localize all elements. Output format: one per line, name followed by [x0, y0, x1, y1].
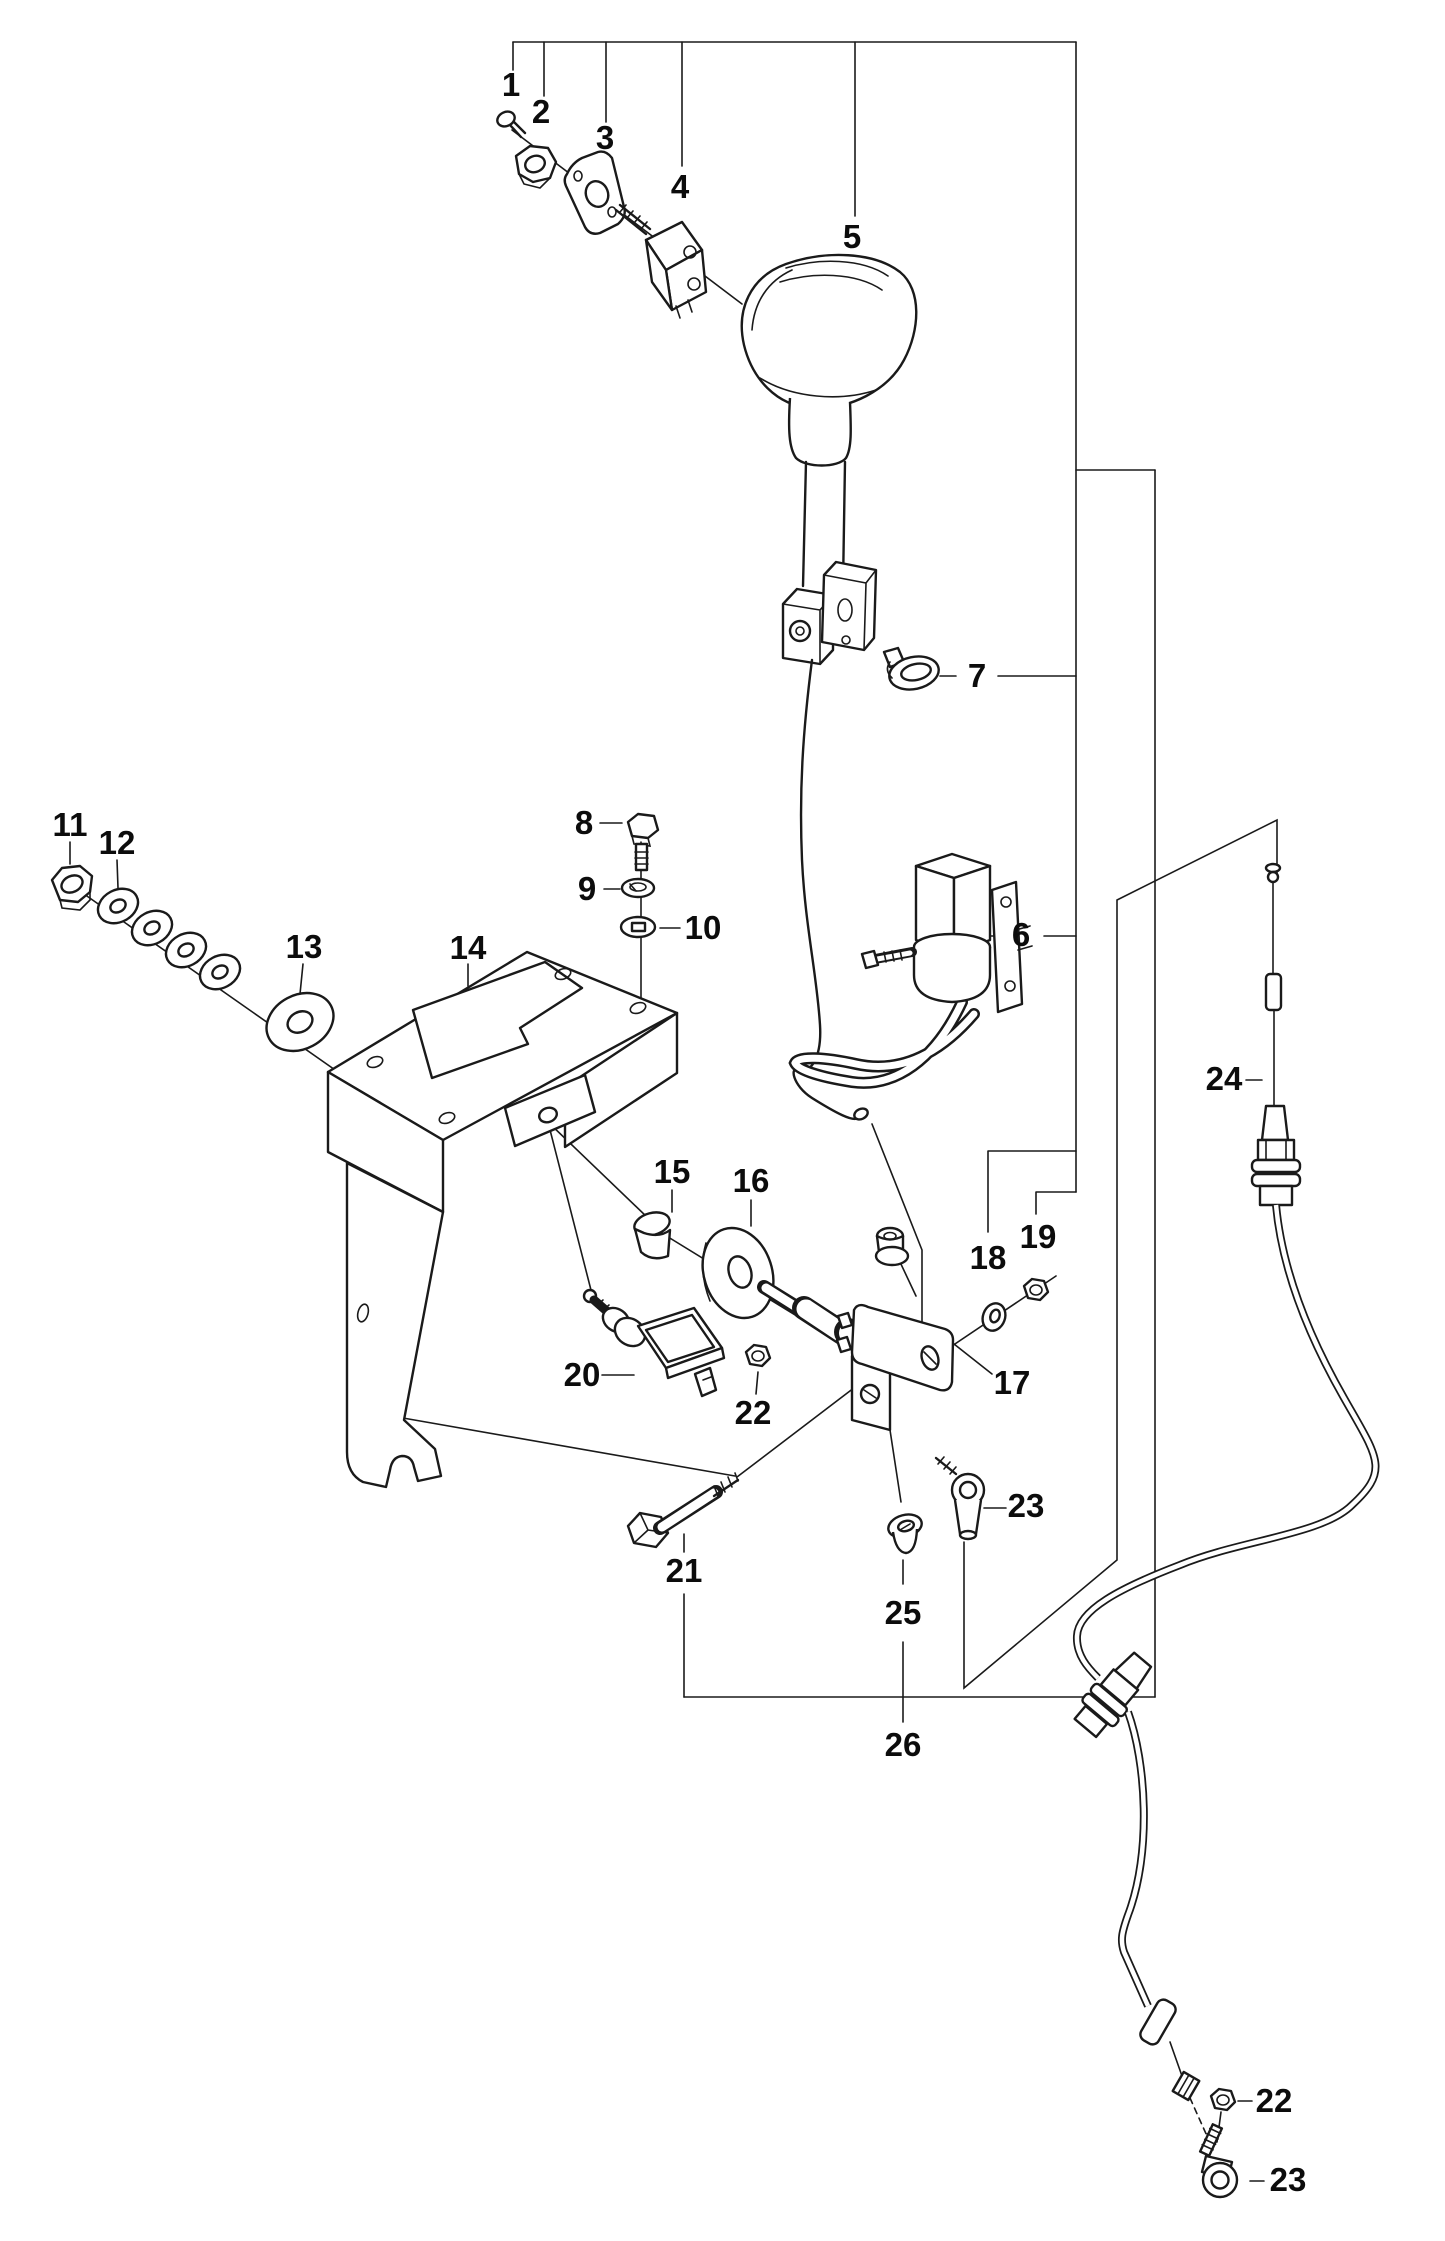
callout-26: 26	[885, 1726, 922, 1763]
callout-22-lower: 22	[1256, 2082, 1293, 2119]
washers-12-art	[96, 887, 242, 991]
callout-labels: 1 2 3 4 5 6 7 8 9 10 11 12 13 14 15 16 1…	[53, 66, 1307, 2198]
bushing-15-art	[633, 1211, 672, 1260]
callout-3: 3	[596, 119, 614, 156]
callout-8: 8	[575, 804, 593, 841]
nut-19-art	[1022, 1277, 1050, 1302]
callout-9: 9	[578, 870, 596, 907]
callout-6: 6	[1012, 916, 1030, 953]
nut-2-art	[514, 144, 558, 189]
lock-washer-9-art	[620, 877, 656, 899]
callout-17: 17	[994, 1364, 1031, 1401]
callout-25: 25	[885, 1594, 922, 1631]
solenoid-6-art	[788, 852, 1033, 1089]
callout-13: 13	[286, 928, 323, 965]
callout-7: 7	[968, 657, 986, 694]
grommet-25-art	[887, 1513, 923, 1555]
callout-20: 20	[564, 1356, 601, 1393]
callout-5: 5	[843, 218, 861, 255]
nut-22-center-art	[744, 1343, 772, 1368]
lever-5-art	[740, 253, 918, 1121]
callout-16: 16	[733, 1162, 770, 1199]
switch-4-art	[614, 203, 708, 319]
callout-15: 15	[654, 1153, 691, 1190]
assembly-axis-lines	[83, 129, 1222, 2143]
callout-23-lower: 23	[1270, 2161, 1307, 2198]
switch-20-art	[582, 1288, 726, 1398]
callout-22: 22	[735, 1394, 772, 1431]
bracket-17-art	[835, 1303, 955, 1432]
callout-14: 14	[450, 929, 487, 966]
callout-18: 18	[970, 1239, 1007, 1276]
bushing-above-bracket-art	[874, 1226, 910, 1267]
leader-lines	[69, 41, 1278, 2182]
callout-19: 19	[1020, 1218, 1057, 1255]
washer-16-art	[701, 1226, 775, 1320]
bolt-21-art	[626, 1472, 740, 1549]
callout-12: 12	[99, 824, 136, 861]
clamp-7-art	[882, 646, 940, 691]
callout-11: 11	[53, 806, 88, 843]
rod-end-23-center-art	[934, 1456, 986, 1541]
bolt-8-art	[626, 812, 660, 872]
washer-18-art	[981, 1302, 1007, 1332]
screw-1-art	[496, 110, 527, 139]
callout-2: 2	[532, 93, 550, 130]
callout-21: 21	[666, 1552, 703, 1589]
washer-10-art	[619, 915, 657, 939]
callout-24: 24	[1206, 1060, 1243, 1097]
plate-3-art	[563, 150, 626, 235]
washer-13-art	[265, 991, 335, 1053]
callout-23: 23	[1008, 1487, 1045, 1524]
bracket-14-art	[326, 950, 679, 1489]
rod-end-23-lower-art	[1198, 2123, 1239, 2199]
nut-22-lower-art	[1209, 2087, 1237, 2112]
callout-1: 1	[502, 66, 520, 103]
cable-24-art	[1072, 862, 1380, 2102]
callout-4: 4	[671, 168, 690, 205]
callout-10: 10	[685, 909, 722, 946]
nut-11-art	[50, 864, 94, 911]
